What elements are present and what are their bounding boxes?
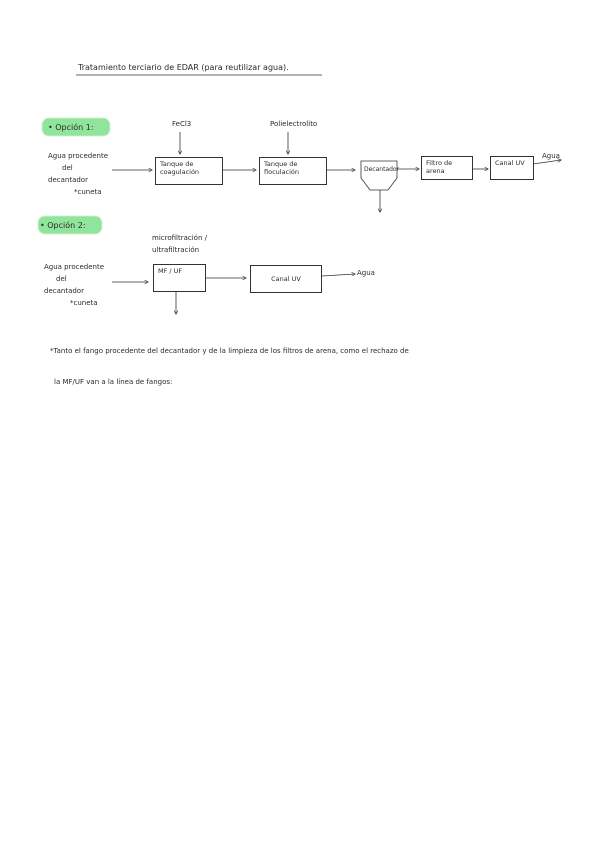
box-tanque-floculacion: Tanque de floculación (259, 157, 327, 185)
option1-input-line3: decantador (48, 176, 88, 184)
option2-input-line4: *cuneta (70, 299, 98, 307)
box-canal-uv-1: Canal UV (490, 156, 534, 180)
note-line1: *Tanto el fango procedente del decantado… (50, 347, 409, 355)
decantador-shape (360, 160, 398, 191)
option1-label: • Opción 1: (48, 123, 94, 132)
reagent-fecl3: FeCl3 (172, 120, 192, 128)
option2-input-line2: del (56, 275, 67, 283)
box-canal-uv-2: Canal UV (250, 265, 322, 293)
option2-output: Agua (357, 269, 375, 277)
box-tanque-coagulacion: Tanque de coagulación (155, 157, 223, 185)
option2-input-line3: decantador (44, 287, 84, 295)
option1-highlight (42, 118, 110, 136)
option1-input-line4: *cuneta (74, 188, 102, 196)
option2-input-line1: Agua procedente (44, 263, 105, 271)
option2-process-line1: microfiltración / (152, 234, 207, 242)
option2-process-line2: ultrafiltración (152, 246, 200, 254)
note-line2: la MF/UF van a la línea de fangos: (54, 378, 173, 386)
option2-label: • Opción 2: (40, 221, 86, 230)
option1-input-line1: Agua procedente (48, 152, 109, 160)
arrow-uv-out (532, 160, 561, 165)
option2-highlight (38, 216, 102, 234)
box-decantador-label: Decantador (364, 166, 400, 173)
option1-output: Agua (542, 152, 560, 160)
reagent-polielectrolito: Polielectrolito (270, 120, 318, 128)
option1-input-line2: del (62, 164, 73, 172)
box-mf-uf: MF / UF (153, 264, 206, 292)
page-title: Tratamiento terciario de EDAR (para reut… (78, 63, 289, 72)
arrow-uv2-out (321, 274, 355, 277)
box-filtro-arena: Filtro de arena (421, 156, 473, 180)
